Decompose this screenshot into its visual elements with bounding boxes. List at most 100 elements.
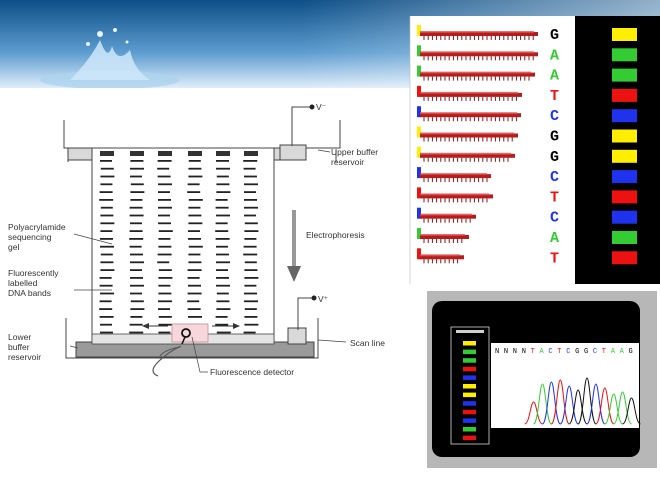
dna-band — [100, 230, 113, 232]
dna-band — [216, 277, 229, 279]
dna-band — [244, 269, 258, 271]
lane-band — [463, 427, 476, 432]
dna-band — [158, 292, 172, 295]
fragment-backbone — [420, 255, 464, 260]
dna-band — [244, 277, 259, 279]
dna-band — [244, 191, 256, 193]
dna-band — [157, 261, 170, 264]
dna-band — [188, 199, 203, 201]
dna-band — [243, 331, 256, 334]
dna-band — [99, 300, 112, 303]
ddna-fragment — [417, 126, 518, 142]
dna-band — [215, 323, 229, 326]
base-call: T — [602, 348, 606, 356]
base-letter: G — [550, 129, 559, 146]
dna-band — [243, 245, 257, 248]
ddna-fragment — [417, 25, 538, 40]
dna-band — [244, 230, 259, 232]
dna-band — [158, 206, 172, 209]
trace-peak — [541, 381, 561, 425]
dna-band — [130, 292, 142, 295]
dna-band — [216, 261, 230, 264]
dna-band — [216, 292, 229, 295]
dna-band — [130, 183, 144, 186]
dna-band — [216, 300, 230, 303]
base-call: T — [531, 348, 535, 356]
dna-band — [216, 245, 228, 248]
dye-label — [417, 167, 421, 179]
dna-band — [157, 175, 171, 178]
dna-band — [187, 300, 200, 303]
fragment-backbone — [420, 133, 518, 138]
fragment-backbone — [420, 153, 515, 158]
dna-band — [187, 191, 201, 193]
base-call: A — [620, 348, 625, 356]
dna-band — [244, 323, 259, 326]
trace-peak — [559, 385, 579, 425]
fragment-backbone — [420, 235, 469, 239]
dna-band — [188, 175, 203, 178]
v-plus-label: V⁺ — [318, 294, 329, 304]
dna-band — [188, 284, 201, 287]
upper-buffer-label-line1: Upper buffer — [331, 147, 378, 157]
base-call: A — [611, 348, 616, 356]
dna-band — [130, 269, 142, 271]
dna-band — [158, 222, 171, 225]
ddna-fragment — [417, 45, 538, 61]
dna-band — [99, 284, 113, 287]
fragment-backbone — [420, 174, 491, 179]
dna-band — [244, 206, 258, 209]
dna-band — [99, 191, 113, 193]
base-letter: G — [550, 27, 559, 44]
dna-band — [100, 269, 115, 271]
lane-band — [463, 349, 476, 355]
dna-band — [188, 245, 203, 248]
readout-square — [612, 210, 637, 224]
gel-label-line2: sequencing — [8, 232, 52, 242]
lower-buffer-label-line2: buffer — [8, 342, 30, 352]
sample-well — [188, 151, 202, 156]
base-call: N — [513, 348, 517, 356]
dna-band — [129, 323, 143, 326]
dna-band — [100, 214, 114, 217]
dna-band — [243, 253, 258, 256]
trace-peak — [586, 383, 606, 425]
dna-band — [244, 300, 258, 303]
dna-band — [216, 269, 228, 271]
dna-band — [158, 323, 173, 326]
dna-band — [158, 308, 170, 310]
dna-band — [158, 284, 171, 287]
dna-band — [216, 175, 229, 178]
dna-band — [215, 230, 229, 232]
dna-band — [188, 316, 202, 318]
dye-label — [417, 45, 421, 57]
dye-label — [417, 207, 421, 219]
upper-buffer-label-line2: reservoir — [331, 157, 364, 167]
ddna-fragment — [417, 248, 464, 264]
dna-band — [100, 206, 113, 209]
dna-band — [244, 175, 257, 178]
dna-band — [215, 238, 230, 240]
dna-band — [157, 167, 170, 170]
lane-band — [463, 418, 476, 423]
lane-band — [463, 341, 476, 346]
dna-band — [215, 206, 229, 209]
trace-peak — [613, 391, 633, 425]
lane-band — [463, 435, 476, 441]
dna-band — [188, 253, 201, 256]
dna-band — [130, 191, 145, 193]
base-call: G — [584, 348, 588, 356]
fragment-backbone — [420, 194, 493, 199]
dna-band — [244, 316, 258, 318]
lane-band — [463, 409, 476, 415]
base-letter: C — [550, 210, 559, 227]
bands-label-line1: Fluorescently — [8, 268, 59, 278]
dna-band — [130, 222, 142, 225]
trace-box — [491, 343, 639, 428]
dna-band — [216, 331, 231, 334]
dye-label — [417, 25, 421, 36]
ddna-fragment — [417, 187, 493, 203]
dna-band — [215, 316, 228, 318]
dna-band — [244, 214, 256, 217]
lane-band — [463, 392, 476, 398]
